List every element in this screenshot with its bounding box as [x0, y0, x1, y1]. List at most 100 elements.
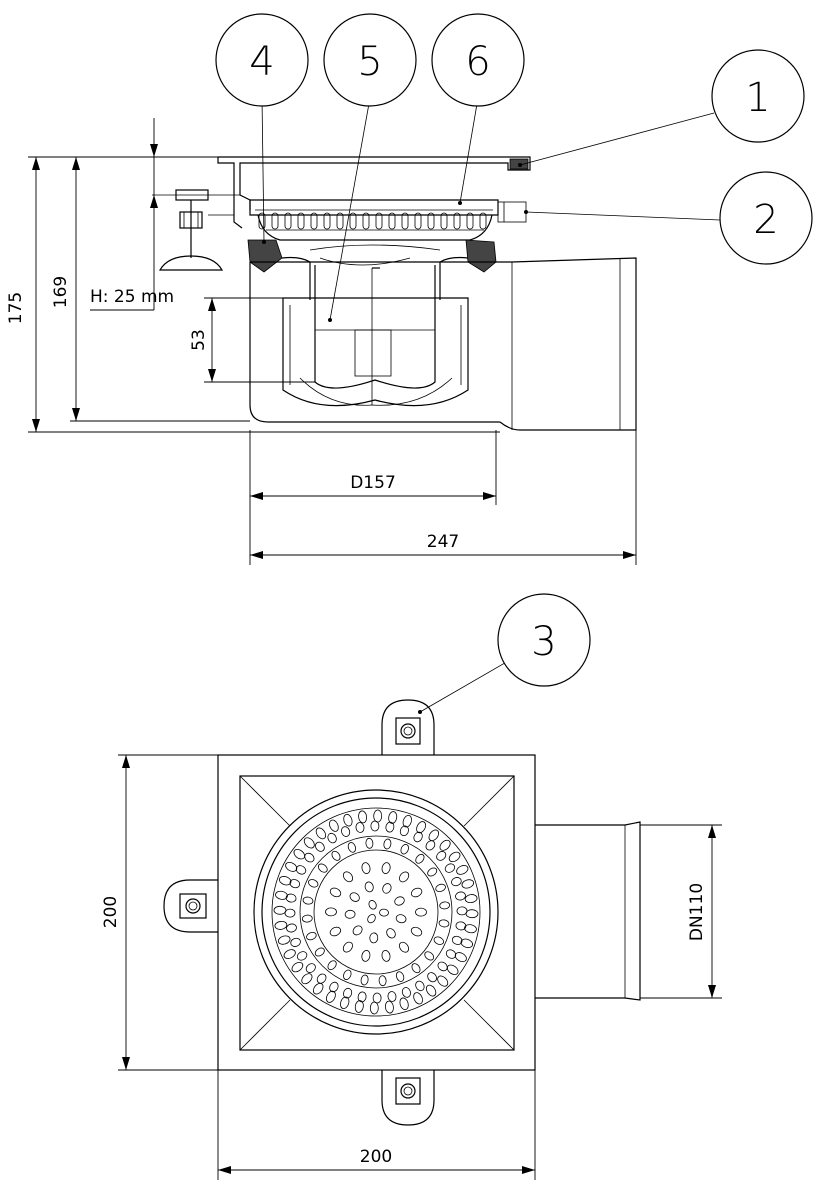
- grate-tooth: [453, 212, 461, 230]
- grate-hole: [341, 826, 351, 837]
- grate-hole: [456, 906, 468, 916]
- grate-hole: [410, 926, 423, 937]
- grate-hole: [278, 876, 292, 886]
- grate-hole: [370, 820, 380, 832]
- grate-hole: [290, 937, 301, 947]
- drain-body: [249, 244, 637, 431]
- dim-body-diameter: [249, 430, 497, 565]
- grate-hole: [399, 997, 409, 1011]
- grate-tooth: [401, 212, 409, 230]
- leaders-section: [261, 97, 721, 322]
- plan-view: 200 200 DN110: [101, 659, 722, 1180]
- grate-hole: [285, 893, 297, 903]
- grate-hole: [361, 862, 371, 874]
- grate-tooth: [297, 212, 305, 230]
- grate-hole: [340, 996, 350, 1010]
- fixing-lug-top: [381, 699, 435, 755]
- grate-tooth: [284, 212, 292, 230]
- grate-hole: [308, 879, 319, 888]
- dim-depth-label: 200: [101, 896, 121, 928]
- outlet-pipe: [535, 821, 641, 1001]
- grate-hole: [343, 969, 352, 980]
- dim-depth: [118, 754, 218, 1071]
- grate-hole: [325, 990, 336, 1003]
- grate-hole: [355, 822, 365, 833]
- gaskets: [247, 239, 497, 273]
- grate-hole: [388, 811, 398, 824]
- grate-hole: [275, 890, 288, 900]
- grate-hole: [342, 871, 354, 883]
- grate-hole: [425, 984, 437, 997]
- grate-hole: [343, 813, 353, 827]
- grate-hole: [368, 900, 377, 910]
- grate-tooth: [466, 212, 474, 230]
- grate-hole: [357, 991, 367, 1003]
- grate-hole: [427, 867, 438, 877]
- grate-hole: [369, 932, 379, 944]
- dim-width-label: 200: [360, 1147, 392, 1167]
- grate-hole: [413, 992, 423, 1005]
- grate-hole: [460, 938, 474, 948]
- grate-hole: [342, 941, 353, 953]
- grate-hole: [277, 935, 291, 945]
- grate-hole: [273, 905, 287, 915]
- balloon-3-label: 3: [531, 619, 556, 665]
- grate-hole: [448, 851, 461, 863]
- grate-hole: [413, 831, 423, 843]
- grate-tooth: [479, 212, 487, 230]
- grate-hole: [395, 971, 405, 982]
- grate-hole: [465, 909, 479, 919]
- balloon-1: 1: [711, 49, 805, 143]
- grate-hole: [369, 1001, 379, 1015]
- grate-hole: [329, 819, 339, 832]
- right-gasket: [465, 239, 497, 273]
- grate-hole: [427, 972, 437, 983]
- grate-hole: [446, 964, 459, 976]
- grate-hole: [354, 1000, 364, 1013]
- dim-trap-depth: [204, 297, 315, 383]
- grate-hole: [386, 928, 396, 939]
- dim-outlet-label: DN110: [687, 883, 707, 941]
- balloon-2-label: 2: [753, 197, 778, 243]
- grate-hole: [329, 926, 342, 937]
- grate-hole: [373, 809, 383, 823]
- grate-hole: [301, 973, 313, 985]
- grate-hole: [316, 973, 327, 984]
- grate-teeth: [258, 212, 487, 230]
- grate-hole: [456, 865, 469, 875]
- balloon-5: 5: [323, 13, 417, 107]
- dim-outlet: [640, 824, 722, 999]
- grate-hole: [455, 891, 466, 901]
- grate-hole: [296, 951, 308, 961]
- grate-tooth: [375, 212, 383, 230]
- grate-hole: [325, 907, 337, 917]
- section-view: 175 169 H: 25 mm 53: [6, 97, 721, 565]
- balloon-4: 4: [215, 13, 309, 107]
- grate-hole: [314, 947, 325, 957]
- grate-hole: [301, 914, 313, 923]
- grate-hole: [445, 949, 457, 959]
- grate-hole: [439, 901, 451, 910]
- grate-hole: [385, 821, 395, 833]
- dim-total-length-label: 247: [427, 532, 459, 552]
- grate-hole: [286, 923, 297, 933]
- dim-inner-height: [70, 156, 250, 422]
- balloon-4-label: 4: [249, 39, 274, 85]
- grate-hole: [365, 837, 374, 849]
- grate-tooth: [414, 212, 422, 230]
- grate-hole: [331, 850, 341, 861]
- fixing-lug-bottom: [381, 1070, 435, 1126]
- grate-hole: [304, 852, 315, 863]
- balloon-6: 6: [431, 13, 525, 107]
- grate-tooth: [388, 212, 396, 230]
- grate-hole: [315, 841, 325, 852]
- grate-hole: [401, 987, 411, 998]
- grate-hole: [438, 919, 450, 928]
- grate-hole: [444, 863, 456, 873]
- grate-hole: [424, 951, 435, 961]
- grate-hole: [455, 921, 467, 931]
- grate-hole: [411, 963, 421, 974]
- grate-hole: [285, 861, 298, 872]
- grate-hole: [349, 892, 360, 902]
- grate-hole: [315, 827, 327, 840]
